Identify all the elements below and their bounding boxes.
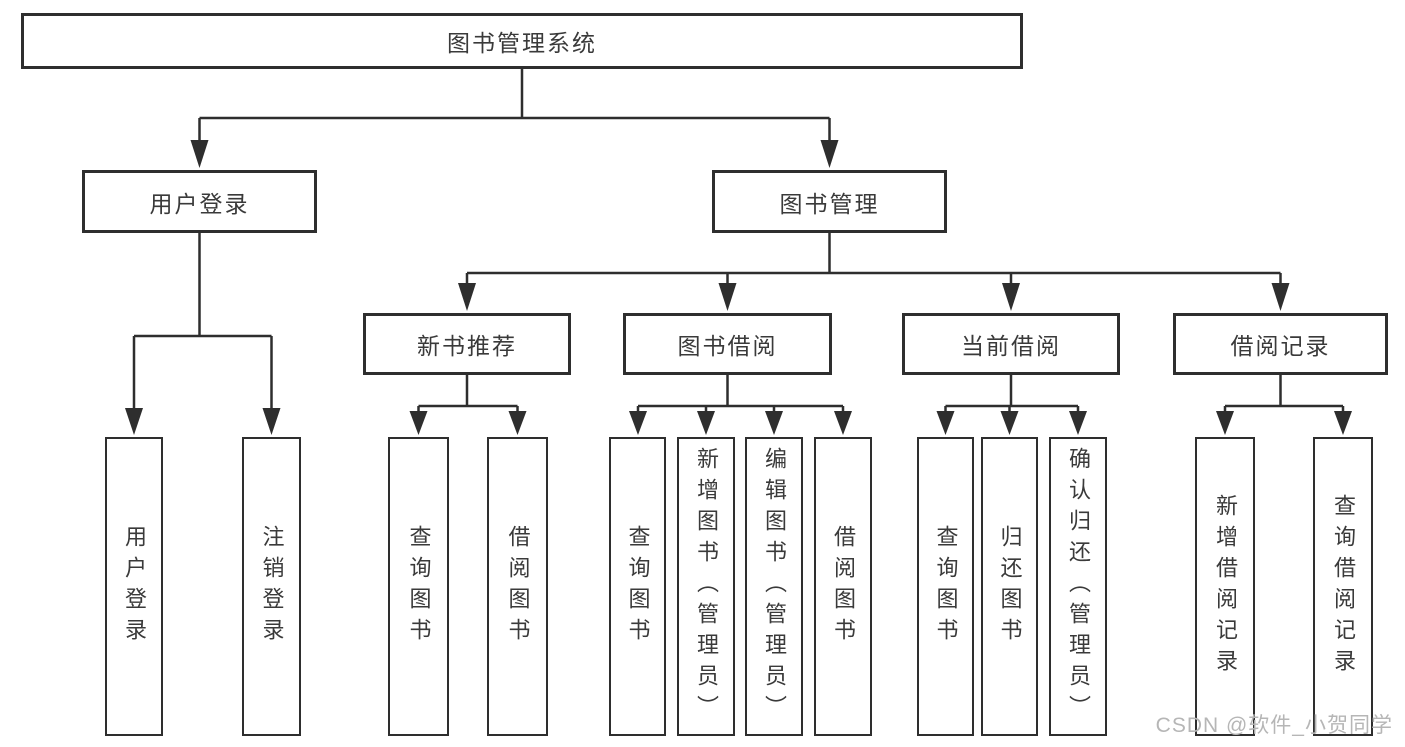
leaf-query-books-current: 查询图书 [917, 437, 974, 736]
leaf-add-borrow-record: 新增借阅记录 [1195, 437, 1255, 736]
leaf-query-books-borrowing: 查询图书 [609, 437, 666, 736]
node-book-management: 图书管理 [712, 170, 947, 233]
node-user-login: 用户登录 [82, 170, 317, 233]
node-current-borrowing: 当前借阅 [902, 313, 1120, 375]
leaf-return-books: 归还图书 [981, 437, 1038, 736]
leaf-confirm-return-admin: 确认归还（管理员） [1049, 437, 1107, 736]
node-new-book-recommendation: 新书推荐 [363, 313, 571, 375]
leaf-borrow-books-recommend: 借阅图书 [487, 437, 548, 736]
arrowheads [125, 140, 1352, 435]
csdn-watermark: CSDN @软件_小贺同学 [1155, 714, 1393, 737]
node-library-system: 图书管理系统 [21, 13, 1023, 69]
node-borrowing-records: 借阅记录 [1173, 313, 1388, 375]
leaf-borrow-books: 借阅图书 [814, 437, 872, 736]
leaf-query-books-recommend: 查询图书 [388, 437, 449, 736]
leaf-add-book-admin: 新增图书（管理员） [677, 437, 735, 736]
leaf-edit-book-admin: 编辑图书（管理员） [745, 437, 803, 736]
leaf-user-login: 用户登录 [105, 437, 163, 736]
leaf-query-borrow-record: 查询借阅记录 [1313, 437, 1373, 736]
node-book-borrowing: 图书借阅 [623, 313, 832, 375]
leaf-logout: 注销登录 [242, 437, 301, 736]
